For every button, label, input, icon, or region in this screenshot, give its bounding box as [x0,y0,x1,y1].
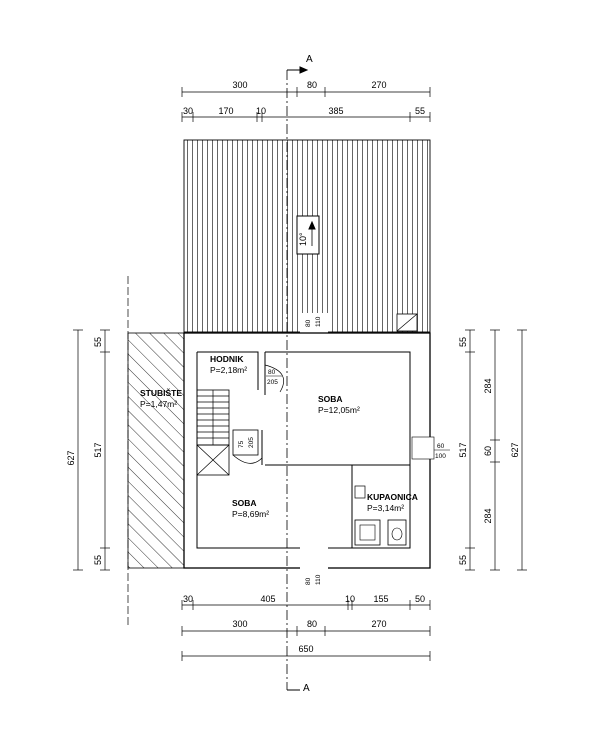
dim-right-mid: 517 [458,442,468,457]
dim-top-6: 10 [256,106,266,116]
door-hall-dim-1: 80 [268,369,276,376]
door-bath-dim-2: 205 [248,437,255,448]
bottom-dimensions [181,600,431,661]
roof-slope-label: 10° [298,232,308,246]
top-dimensions [181,87,431,122]
dim-bottom-5: 50 [415,594,425,604]
bottom-window-dim-2: 110 [315,574,322,585]
top-window-dim-1: 80 [305,319,312,327]
dim-right-5: 55 [458,555,468,565]
dim-bottom-7: 80 [307,619,317,629]
door-bath-dim-1: 75 [238,440,245,448]
dim-bottom-8: 270 [371,619,386,629]
roof-slope-arrow-icon [308,220,316,246]
room-soba2-area: P=8,69m² [232,509,269,519]
bottom-window-dim-1: 80 [305,577,312,585]
dim-bottom-2: 405 [260,594,275,604]
dim-left-outer: 627 [66,450,76,465]
room-kupaonica-area: P=3,14m² [367,503,404,513]
stair-treads [197,390,229,445]
room-stubiste-area: P=1,47m² [140,399,177,409]
dim-top-7: 385 [328,106,343,116]
dim-left-1: 55 [93,337,103,347]
dim-top-1: 300 [232,80,247,90]
hatched-area [127,332,185,569]
door-hall-dim-2: 205 [267,379,278,386]
top-window-dim-2: 110 [315,316,322,327]
dim-top-8: 55 [415,106,425,116]
right-window-dim-2: 100 [435,453,446,460]
room-soba2-name: SOBA [232,498,257,508]
dim-right-outer: 627 [510,442,520,457]
dim-right-1: 55 [458,337,468,347]
room-kupaonica-name: KUPAONICA [367,492,418,502]
room-soba1-area: P=12,05m² [318,405,360,415]
room-soba1-name: SOBA [318,394,343,404]
dim-top-5: 170 [218,106,233,116]
dim-right-2: 284 [483,378,493,393]
dim-bottom-total: 650 [298,644,313,654]
dim-top-4: 30 [183,106,193,116]
top-window-box [300,313,328,336]
dim-left-2: 517 [93,442,103,457]
dim-left-3: 55 [93,555,103,565]
section-marker-bottom: A [303,683,310,694]
left-dimensions [73,329,110,571]
dim-right-3: 60 [483,446,493,456]
right-window-dim-1: 60 [437,443,445,450]
dim-bottom-6: 300 [232,619,247,629]
dim-bottom-3: 10 [345,594,355,604]
room-hodnik-name: HODNIK [210,354,244,364]
right-dimensions [465,329,527,571]
room-stubiste-name: STUBIŠTE [140,387,182,398]
dim-top-3: 270 [371,80,386,90]
right-window-box [411,436,435,460]
dim-right-4: 284 [483,508,493,523]
hall-door-swing [264,364,284,393]
section-marker-top: A [306,54,313,65]
dim-bottom-1: 30 [183,594,193,604]
dim-top-2: 80 [307,80,317,90]
bottom-window-box [300,546,328,570]
dim-bottom-4: 155 [373,594,388,604]
room-hodnik-area: P=2,18m² [210,365,247,375]
